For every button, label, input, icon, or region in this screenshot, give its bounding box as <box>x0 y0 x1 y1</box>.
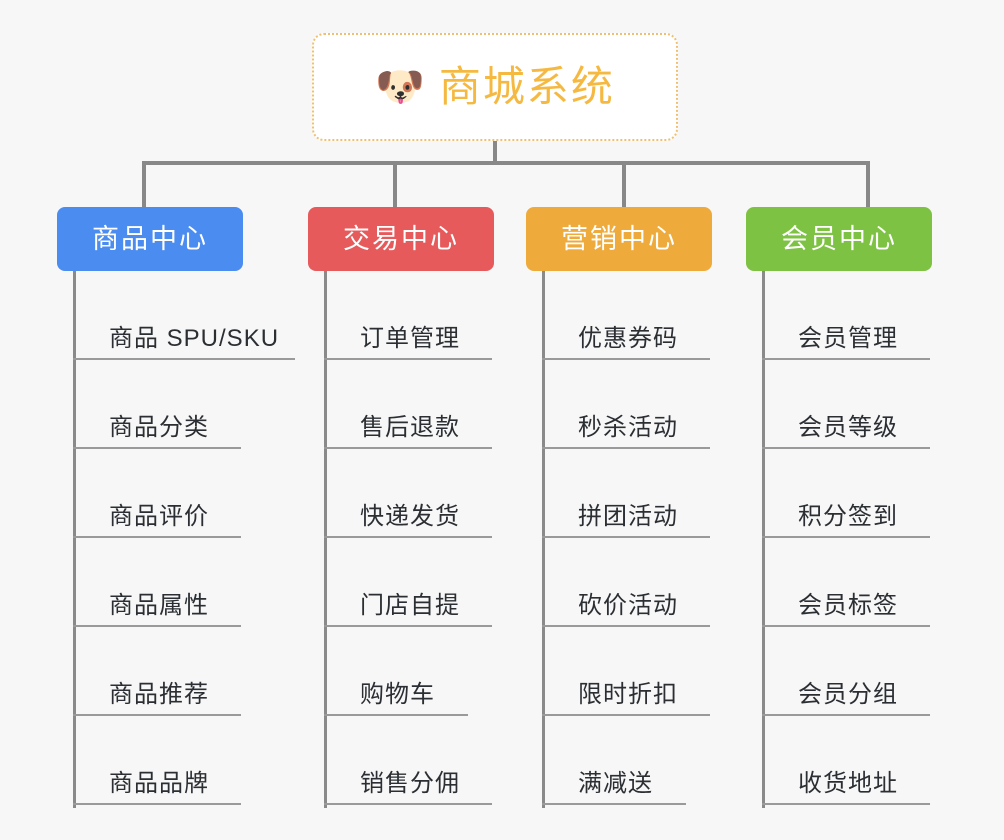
leaf-item[interactable]: 商品推荐 <box>73 627 241 716</box>
leaf-item[interactable]: 优惠券码 <box>542 271 710 360</box>
branch-trunk-product <box>73 271 76 808</box>
leaf-item[interactable]: 积分签到 <box>762 449 930 538</box>
leaf-item[interactable]: 商品评价 <box>73 449 241 538</box>
leaf-item-label: 优惠券码 <box>578 325 678 353</box>
leaf-item-label: 商品推荐 <box>109 681 209 709</box>
leaf-item-label: 会员等级 <box>798 414 898 442</box>
leaf-item-label: 会员标签 <box>798 592 898 620</box>
leaf-item-label: 限时折扣 <box>578 681 678 709</box>
leaf-item-label: 会员管理 <box>798 325 898 353</box>
leaf-item-label: 商品评价 <box>109 503 209 531</box>
leaf-item[interactable]: 售后退款 <box>324 360 492 449</box>
leaf-item[interactable]: 会员标签 <box>762 538 930 627</box>
branch-trunk-transaction <box>324 271 327 808</box>
leaf-item-label: 销售分佣 <box>360 770 460 798</box>
leaf-item-label: 秒杀活动 <box>578 414 678 442</box>
leaf-item-label: 砍价活动 <box>578 592 678 620</box>
branch-drop-connector-1 <box>142 161 146 209</box>
leaf-item-label: 收货地址 <box>798 770 898 798</box>
leaf-item-label: 门店自提 <box>360 592 460 620</box>
root-stem-connector <box>493 141 497 164</box>
branch-header-marketing[interactable]: 营销中心 <box>526 207 712 271</box>
leaf-item-label: 拼团活动 <box>578 503 678 531</box>
leaf-item[interactable]: 会员分组 <box>762 627 930 716</box>
root-node-title: 商城系统 <box>438 63 615 110</box>
branch-drop-connector-4 <box>866 161 870 209</box>
leaf-item[interactable]: 收货地址 <box>762 716 930 805</box>
leaf-item[interactable]: 商品 SPU/SKU <box>73 271 295 360</box>
leaf-item[interactable]: 商品属性 <box>73 538 241 627</box>
leaf-item[interactable]: 订单管理 <box>324 271 492 360</box>
leaf-item-label: 购物车 <box>360 681 435 709</box>
branch-trunk-member <box>762 271 765 808</box>
branch-header-product[interactable]: 商品中心 <box>57 207 243 271</box>
leaf-item-label: 快递发货 <box>360 503 460 531</box>
leaf-item[interactable]: 满减送 <box>542 716 686 805</box>
leaf-item-label: 积分签到 <box>798 503 898 531</box>
leaf-item[interactable]: 门店自提 <box>324 538 492 627</box>
branch-header-label: 会员中心 <box>781 223 897 254</box>
branch-drop-connector-2 <box>393 161 397 209</box>
branch-trunk-marketing <box>542 271 545 808</box>
branch-drop-connector-3 <box>622 161 626 209</box>
branch-header-label: 营销中心 <box>561 223 677 254</box>
leaf-item[interactable]: 快递发货 <box>324 449 492 538</box>
leaf-item-label: 满减送 <box>578 770 653 798</box>
leaf-item[interactable]: 商品分类 <box>73 360 241 449</box>
root-node[interactable]: 🐶 商城系统 <box>312 33 678 141</box>
leaf-item[interactable]: 会员等级 <box>762 360 930 449</box>
leaf-item-label: 会员分组 <box>798 681 898 709</box>
branch-bus-connector <box>142 161 870 165</box>
branch-header-transaction[interactable]: 交易中心 <box>308 207 494 271</box>
leaf-item[interactable]: 拼团活动 <box>542 449 710 538</box>
leaf-item-label: 订单管理 <box>360 325 460 353</box>
leaf-item-label: 商品品牌 <box>109 770 209 798</box>
leaf-item[interactable]: 秒杀活动 <box>542 360 710 449</box>
branch-header-label: 交易中心 <box>343 223 459 254</box>
leaf-item[interactable]: 限时折扣 <box>542 627 710 716</box>
leaf-item[interactable]: 销售分佣 <box>324 716 492 805</box>
leaf-item-label: 售后退款 <box>360 414 460 442</box>
leaf-item[interactable]: 砍价活动 <box>542 538 710 627</box>
leaf-item[interactable]: 商品品牌 <box>73 716 241 805</box>
branch-header-member[interactable]: 会员中心 <box>746 207 932 271</box>
shiba-dog-face-icon: 🐶 <box>375 65 425 109</box>
leaf-item-label: 商品 SPU/SKU <box>109 325 280 353</box>
leaf-item[interactable]: 购物车 <box>324 627 468 716</box>
leaf-item-label: 商品属性 <box>109 592 209 620</box>
leaf-item[interactable]: 会员管理 <box>762 271 930 360</box>
leaf-item-label: 商品分类 <box>109 414 209 442</box>
branch-header-label: 商品中心 <box>92 223 208 254</box>
